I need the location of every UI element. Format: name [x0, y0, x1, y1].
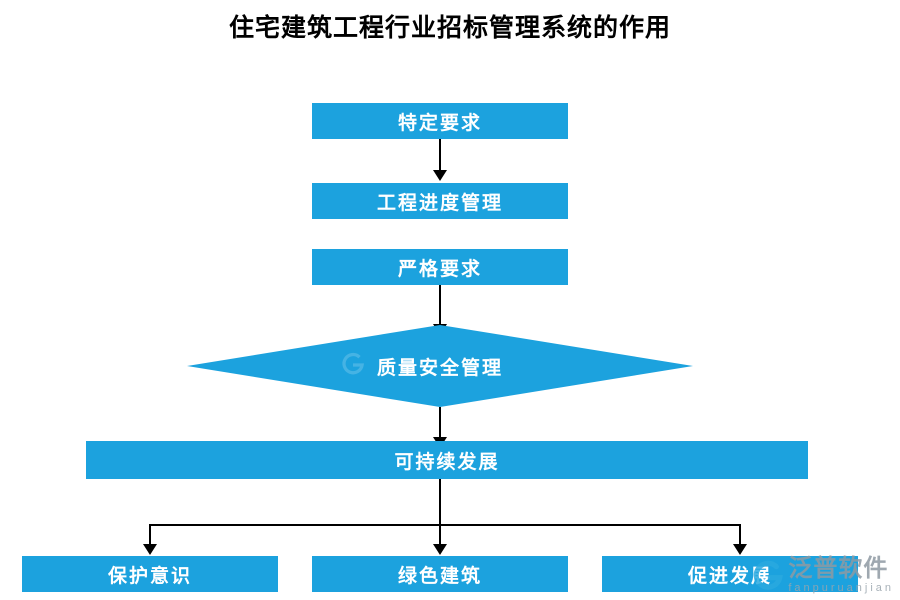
- connector-branch-center: [439, 524, 441, 545]
- arrowhead-n5-n7: [433, 544, 447, 555]
- connector-n4-n5: [439, 407, 441, 438]
- connector-branch-left: [149, 524, 151, 545]
- connector-branch-right: [739, 524, 741, 545]
- flow-node-green-building: 绿色建筑: [312, 556, 568, 592]
- connector-branch-bar: [149, 524, 741, 526]
- flow-node-quality-safety-management-label: 质量安全管理: [376, 357, 503, 379]
- diamond-shape: [187, 325, 693, 407]
- page-title: 住宅建筑工程行业招标管理系统的作用: [228, 14, 671, 42]
- flow-node-strict-requirement: 严格要求: [312, 249, 568, 285]
- arrowhead-n5-n6: [143, 544, 157, 555]
- connector-n5-stem: [439, 479, 441, 525]
- flow-node-protection-awareness: 保护意识: [22, 556, 278, 592]
- flow-node-quality-safety-management: 质量安全管理: [187, 325, 693, 407]
- arrowhead-n5-n8: [733, 544, 747, 555]
- flow-node-sustainable-development: 可持续发展: [86, 441, 808, 479]
- flow-node-progress-management: 工程进度管理: [312, 183, 568, 219]
- ghost-logo-icon: [342, 352, 364, 375]
- connector-n3-n4: [439, 285, 441, 325]
- flow-node-specific-requirement: 特定要求: [312, 103, 568, 139]
- arrowhead-n1-n2: [433, 170, 447, 181]
- flow-node-promote-development: 促进发展: [602, 556, 858, 592]
- connector-n1-n2: [439, 139, 441, 171]
